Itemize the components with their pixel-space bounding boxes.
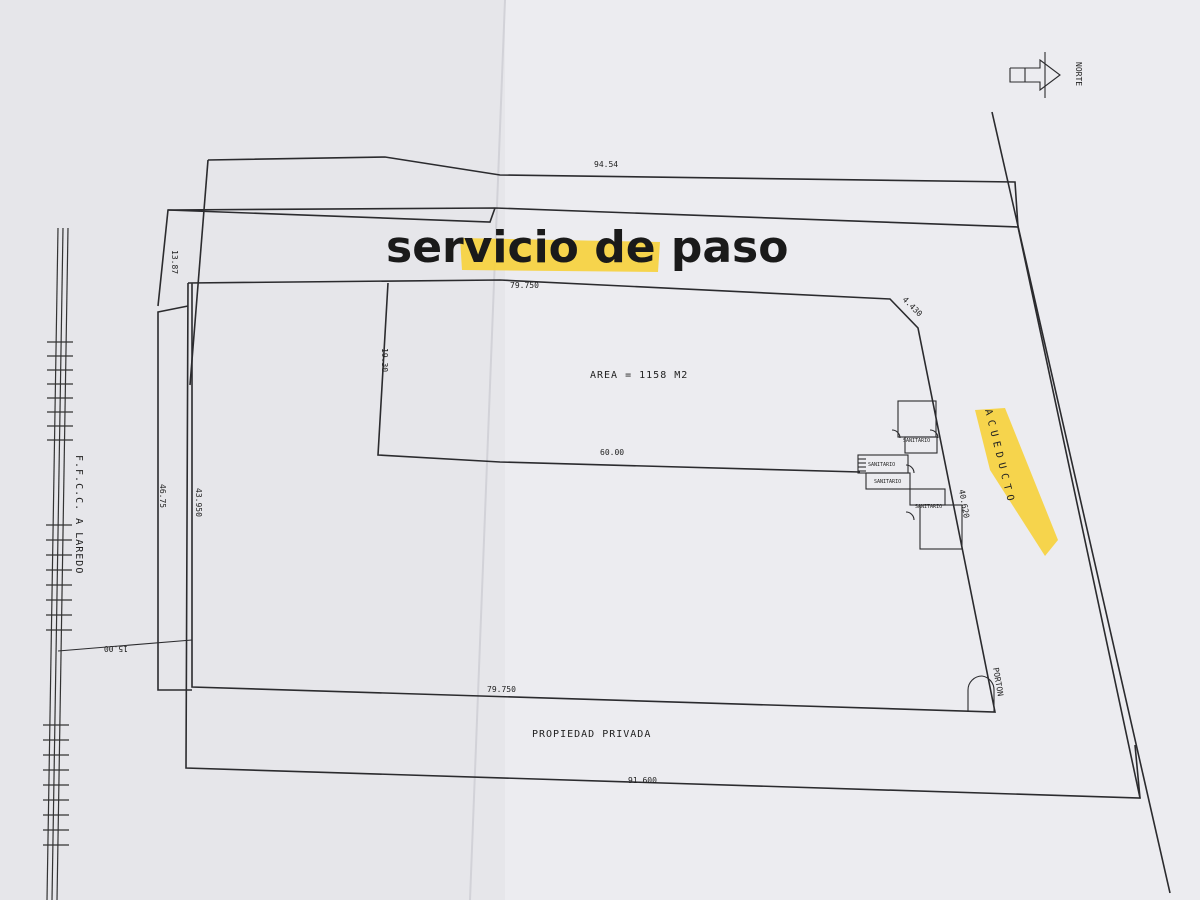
private-property-label: PROPIEDAD PRIVADA: [532, 729, 651, 740]
dim-bottom-outer: 91.600: [628, 776, 657, 785]
dim-bottom-inner: 79.750: [487, 685, 516, 694]
dim-left-inner: 43.950: [194, 488, 203, 517]
easement-left-edge: [189, 159, 209, 386]
easement-title: servicio de paso: [386, 222, 788, 273]
easement-inner-top: [167, 207, 496, 223]
restroom-label-1: SANITARIO: [903, 438, 930, 444]
restroom-label-2: SANITARIO: [868, 462, 895, 468]
dim-left-outer: 46.75: [158, 484, 167, 508]
paper-right-half: [505, 0, 1200, 900]
paper-fold: [469, 0, 506, 900]
dim-rail-offset: 15.00: [104, 644, 128, 653]
north-arrow-icon: [1009, 52, 1061, 98]
dim-left-strip: 13.87: [170, 250, 179, 274]
area-label: AREA = 1158 M2: [590, 370, 688, 381]
railway-label: F.F.C.C. A LAREDO: [73, 455, 84, 574]
gate-icon: [967, 675, 995, 712]
left-offset-strip: [157, 305, 192, 691]
dim-inner-left: 19.30: [380, 348, 389, 372]
dim-top-inner: 79.750: [510, 281, 539, 290]
north-label: NORTE: [1074, 62, 1083, 86]
railway-track: [43, 227, 73, 900]
highlight-aqueduct: [975, 408, 1058, 556]
rail-offset-line: [57, 639, 193, 652]
easement-outer-top: [157, 156, 1019, 307]
outer-south-boundary: [185, 282, 1141, 799]
inner-building-outline: [377, 282, 861, 473]
lot-boundary: [187, 279, 996, 713]
highlight-easement: [460, 238, 660, 272]
restroom-label-3: SANITARIO: [874, 479, 901, 485]
dim-top-outer: 94.54: [594, 160, 618, 169]
restroom-block: [857, 400, 963, 550]
dim-inner-bottom: 60.00: [600, 448, 624, 457]
southeast-edge: [1017, 226, 1141, 799]
restroom-label-4: SANITARIO: [915, 504, 942, 510]
paper-left-half: [0, 0, 505, 900]
